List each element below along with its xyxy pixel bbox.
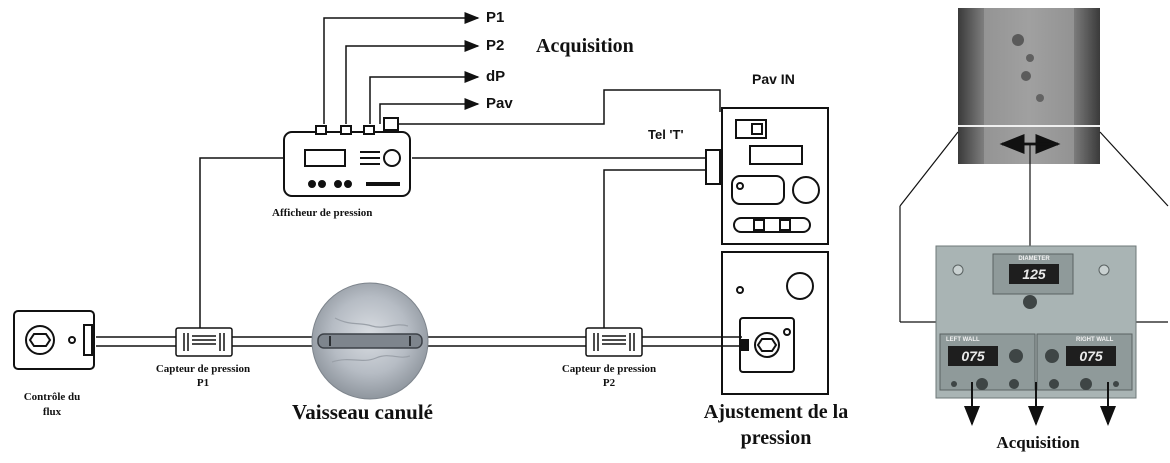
right-wall-title: RIGHT WALL: [1076, 337, 1114, 343]
photo-panel-connectors: [899, 131, 1169, 323]
dp-signal-line: [369, 71, 480, 124]
acquisition-label-top: Acquisition: [536, 35, 634, 57]
pav-in-line: [398, 89, 721, 125]
diameter-value: 125: [1022, 266, 1046, 282]
vessel-photo: [958, 8, 1100, 164]
ajustement-line1: Ajustement de la: [703, 401, 849, 423]
pressure-sensor-p1: [175, 327, 233, 357]
capteur-p1-line2: P1: [196, 377, 210, 389]
signal-label-p2: P2: [486, 37, 505, 54]
controle-flux-label: Contrôle du flux: [2, 392, 102, 418]
right-wall-value: 075: [1079, 348, 1103, 364]
pressure-display-device: [283, 117, 411, 197]
p1-signal-line: [323, 12, 480, 124]
left-wall-value: 075: [961, 348, 985, 364]
acquisition-arrows: [964, 382, 1116, 426]
ajustement-line2: pression: [740, 427, 812, 449]
left-wall-lcd: [948, 346, 998, 366]
pav-signal-line: [379, 98, 480, 124]
ajustement-label: Ajustement de la pression: [676, 402, 876, 448]
controle-line1: Contrôle du: [23, 391, 81, 403]
capteur-p1-label: Capteur de pression P1: [138, 364, 268, 389]
pressure-sensor-p2: [585, 327, 643, 357]
pav-in-label: Pav IN: [752, 71, 795, 87]
afficheur-label: Afficheur de pression: [272, 207, 373, 219]
p2-sensor-line: [603, 169, 706, 330]
cannulated-vessel: [311, 282, 429, 400]
capteur-p2-line2: P2: [602, 377, 616, 389]
right-wall-lcd: [1066, 346, 1116, 366]
capteur-p1-line1: Capteur de pression: [155, 363, 251, 375]
signal-lines: [199, 12, 721, 330]
p2-signal-line: [345, 40, 480, 124]
lower-pump-box: [721, 251, 829, 395]
capteur-p2-line1: Capteur de pression: [561, 363, 657, 375]
signal-label-dp: dP: [486, 68, 506, 85]
tel-t-label: Tel 'T': [648, 127, 684, 142]
tel-t-connector: [705, 149, 721, 185]
signal-label-pav: Pav: [486, 95, 513, 112]
left-wall-title: LEFT WALL: [946, 337, 980, 343]
flow-control-device: [13, 310, 95, 370]
capteur-p2-label: Capteur de pression P2: [544, 364, 674, 389]
diameter-title: DIAMETER: [1018, 256, 1050, 262]
diameter-lcd: [1009, 264, 1059, 284]
upper-pump-box: [721, 107, 829, 245]
controle-line2: flux: [42, 406, 62, 418]
p1-sensor-line: [199, 157, 288, 330]
instrument-panel: [935, 245, 1137, 399]
acquisition-label-right: Acquisition: [996, 433, 1080, 452]
signal-label-p1: P1: [486, 9, 505, 26]
vaisseau-label: Vaisseau canulé: [292, 400, 434, 424]
